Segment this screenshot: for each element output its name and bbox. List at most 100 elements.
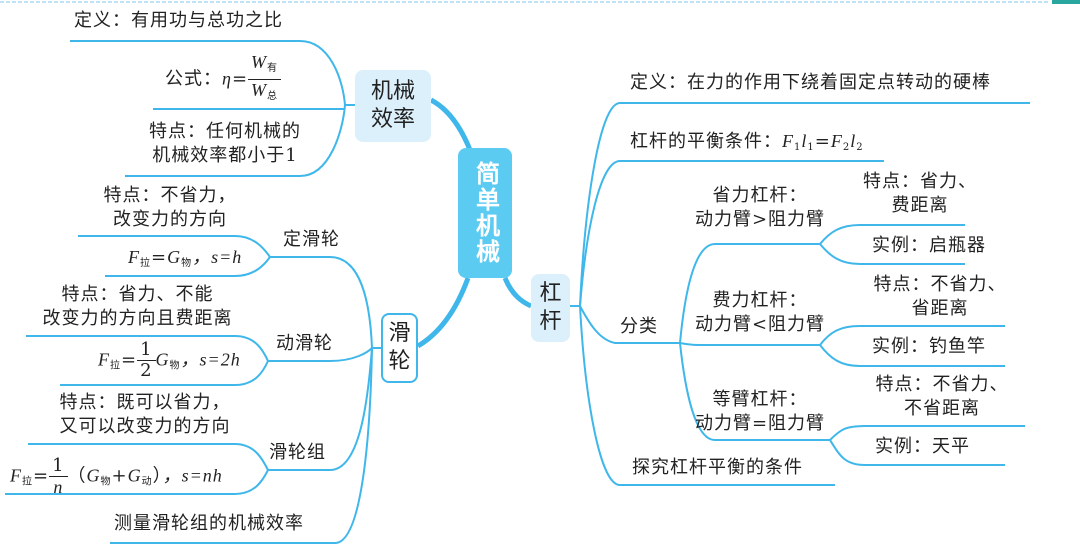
line: 特点：不省力、: [875, 374, 1009, 395]
line: 特点：既可以省力，: [59, 392, 231, 413]
F: F: [830, 131, 843, 151]
pulley-block-label: 滑轮组: [269, 442, 326, 463]
line: 费力杠杆：: [712, 290, 808, 311]
type3-line: [679, 342, 830, 441]
line: 不省距离: [904, 398, 980, 419]
type2-example-line: [819, 344, 1005, 367]
line: 又可以改变力的方向: [59, 416, 231, 437]
lever-classify-line: [579, 305, 680, 344]
lever-definition: 定义：在力的作用下绕着固定点转动的硬棒: [630, 72, 991, 93]
F: F: [782, 131, 794, 151]
line: 特点：省力、不能: [61, 284, 214, 305]
line: 动力臂=阻力臂: [694, 413, 826, 434]
lever-classify: 分类: [620, 316, 658, 337]
denominator: 2: [140, 360, 153, 381]
root-node[interactable]: 简单机械: [458, 148, 512, 278]
block-feature-line: [28, 443, 269, 471]
line: 省距离: [911, 298, 969, 319]
line: 动力臂<阻力臂: [694, 314, 826, 335]
block-line: [268, 347, 373, 471]
measure-line: [110, 347, 373, 544]
type-2-example: 实例：钓鱼竿: [872, 336, 986, 357]
type-1-example: 实例：启瓶器: [872, 235, 986, 256]
lever-type-1: 省力杠杆：动力臂>阻力臂: [690, 184, 830, 232]
line: 特点：不省力、: [873, 274, 1007, 295]
plus: +: [111, 465, 128, 487]
line: 机械效率都小于1: [152, 145, 298, 166]
movable-feature: 特点：省力、不能改变力的方向且费距离: [30, 283, 245, 331]
G: G: [86, 465, 101, 486]
root-to-lever: [502, 276, 533, 309]
type-3-feature: 特点：不省力、不省距离: [862, 373, 1022, 421]
sub: 动: [141, 476, 153, 488]
movable-line: [268, 347, 373, 362]
movable-formula-line: [60, 360, 269, 386]
eta: η: [222, 68, 232, 89]
sub: 物: [100, 476, 112, 488]
eq: =: [814, 131, 831, 152]
F: F: [98, 349, 110, 370]
formula-prefix: 公式：: [165, 68, 222, 90]
rest: ，s=nh: [162, 465, 223, 486]
denominator: n: [53, 477, 64, 497]
l: l: [801, 131, 808, 151]
num-sub: 有: [267, 63, 279, 74]
eq: =: [151, 247, 168, 268]
type3-example-line: [829, 439, 1005, 466]
sub: 1: [807, 142, 815, 153]
root-to-efficiency: [429, 97, 473, 151]
den-sub: 总: [267, 91, 279, 102]
block-feature: 特点：既可以省力， 又可以改变力的方向: [40, 391, 250, 439]
sub: 拉: [22, 476, 33, 488]
sub: 拉: [110, 360, 121, 372]
prefix: 杠杆的平衡条件：: [630, 131, 782, 152]
numerator: 1: [137, 340, 156, 361]
measure-efficiency: 测量滑轮组的机械效率: [114, 513, 304, 534]
denominator: W: [251, 80, 268, 100]
corner-accent: [1052, 0, 1080, 4]
type3-feature-line: [829, 425, 1025, 441]
type2-line: [679, 342, 820, 346]
G: G: [127, 465, 142, 486]
fixed-feature-line: [78, 235, 271, 258]
block-formula-line: [5, 469, 269, 495]
eff-feature-line: [125, 104, 346, 177]
line: 特点：任何机械的: [149, 121, 301, 142]
type2-feature-line: [819, 325, 1005, 346]
line: 特点：不省力，: [103, 185, 237, 206]
F: F: [128, 247, 140, 267]
sub: 物: [181, 258, 193, 269]
type-2-feature: 特点：不省力、省距离: [860, 273, 1020, 321]
line: 特点：省力、: [863, 171, 977, 192]
node-pulley[interactable]: 滑轮: [381, 313, 418, 383]
sub: 拉: [140, 258, 151, 269]
line: 等臂杠杆：: [712, 389, 808, 410]
fixed-formula: F拉=G物，s=h: [128, 245, 242, 276]
movable-feature-line: [26, 335, 269, 362]
numerator: 1: [49, 456, 68, 477]
lever-def-line: [579, 102, 1030, 307]
line: 改变力的方向: [113, 209, 227, 230]
node-lever[interactable]: 杠杆: [531, 274, 570, 342]
l: l: [850, 131, 857, 151]
type-1-feature: 特点：省力、费距离: [855, 170, 985, 218]
lever-explore: 探究杠杆平衡的条件: [632, 457, 803, 478]
rest: ，s=2h: [180, 349, 241, 370]
type1-example-line: [819, 243, 965, 265]
node-efficiency[interactable]: 机械效率: [355, 70, 431, 142]
rest: ，s=h: [192, 247, 243, 267]
line: 费距离: [891, 195, 949, 216]
sub: 1: [794, 142, 802, 153]
F: F: [10, 465, 22, 486]
fixed-line: [270, 256, 381, 349]
eff-definition: 定义：有用功与总功之比: [74, 10, 283, 31]
type1-feature-line: [819, 224, 965, 245]
G: G: [155, 349, 170, 370]
